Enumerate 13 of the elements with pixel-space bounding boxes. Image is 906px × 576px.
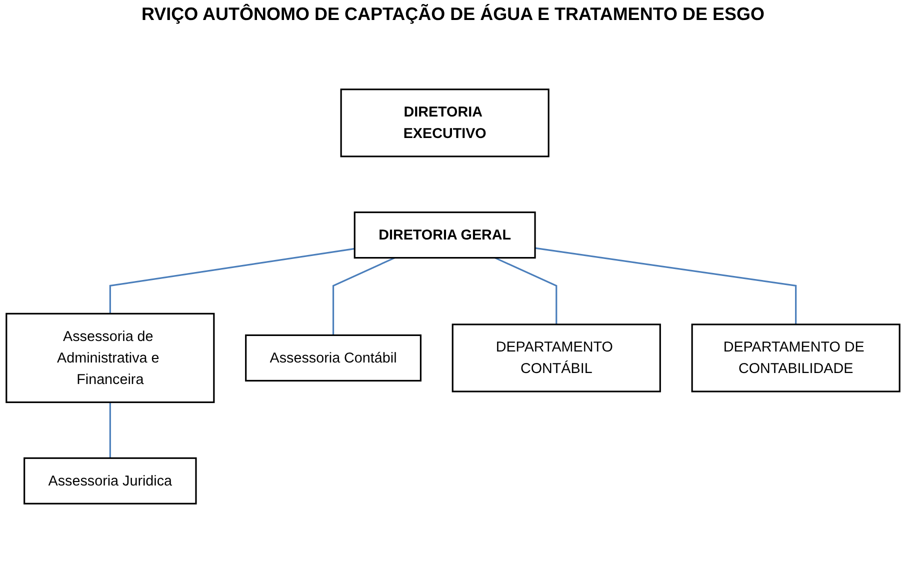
connector [494,258,558,325]
node-box: DIRETORIA GERAL [354,212,536,260]
connector [332,258,396,336]
node-box: DEPARTAMENTO CONTÁBIL [452,324,661,393]
diagram-title: RVIÇO AUTÔNOMO DE CAPTAÇÃO DE ÁGUA E TRATAMENTO DE ESGO [140,4,766,25]
node-box: Assessoria de Administrativa e Financeira [6,313,215,404]
connector [109,402,111,459]
node-box: DIRETORIA EXECUTIVO [340,89,550,158]
node-box: Assessoria Contábil [245,334,422,382]
node-box: Assessoria Juridica [24,458,197,505]
node-box: DEPARTAMENTO DE CONTABILIDADE [691,324,900,393]
connector [534,248,797,325]
connector [109,248,355,314]
